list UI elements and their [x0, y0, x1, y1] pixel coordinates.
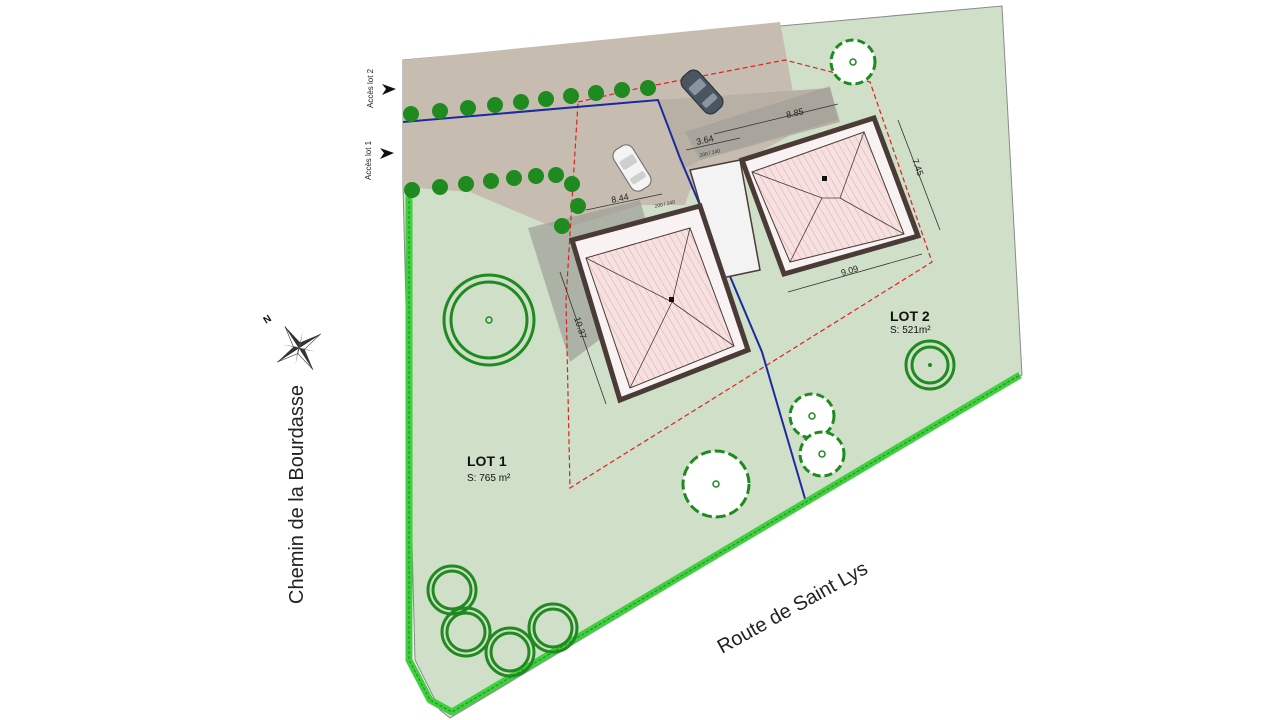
access-lot2-label: Accès lot 2 — [366, 68, 375, 108]
dim-door-lot2: 200 / 240 — [699, 148, 721, 159]
shrub-row-lot1 — [404, 167, 586, 234]
tree-icon — [442, 273, 536, 367]
dim-lot1-width: 8.44 — [610, 192, 629, 205]
access-lot1-label: Accès lot 1 — [364, 140, 373, 180]
road-bottom-label: Route de Saint Lys — [714, 558, 872, 659]
compass-rose-icon — [277, 326, 322, 371]
access-arrow-icon — [382, 84, 396, 95]
dim-lot2-setback: 3.64 — [695, 133, 714, 147]
setback-line — [565, 59, 933, 490]
lot1-name: LOT 1 — [467, 453, 507, 469]
car-icon — [612, 144, 652, 192]
tree-cluster — [426, 564, 579, 678]
tree-icon — [904, 339, 956, 391]
house-lot1 — [568, 202, 752, 404]
tree-center — [928, 363, 932, 367]
lot2-name: LOT 2 — [890, 308, 930, 324]
dim-lot2-width: 9.09 — [840, 263, 860, 277]
access-arrow-icon — [380, 148, 394, 159]
lot-boundary — [402, 98, 807, 503]
lot2-area: S: 521m² — [890, 325, 931, 336]
hedge-icon — [405, 196, 1022, 716]
road-left-label: Chemin de la Bourdasse — [286, 385, 308, 604]
dim-lot2-top-width: 8.85 — [785, 106, 804, 120]
shrub-row-lot2 — [403, 80, 656, 122]
tree-icon — [681, 38, 877, 519]
tree-center — [485, 316, 493, 324]
compass-north-label: N — [262, 313, 274, 326]
lot1-area: S: 765 m² — [467, 473, 511, 484]
dim-door-lot1: 200 / 240 — [654, 199, 676, 210]
car-icon — [680, 69, 724, 115]
house-lot2 — [738, 114, 922, 278]
dimension-lines — [559, 103, 941, 405]
tree-centers — [712, 58, 857, 488]
